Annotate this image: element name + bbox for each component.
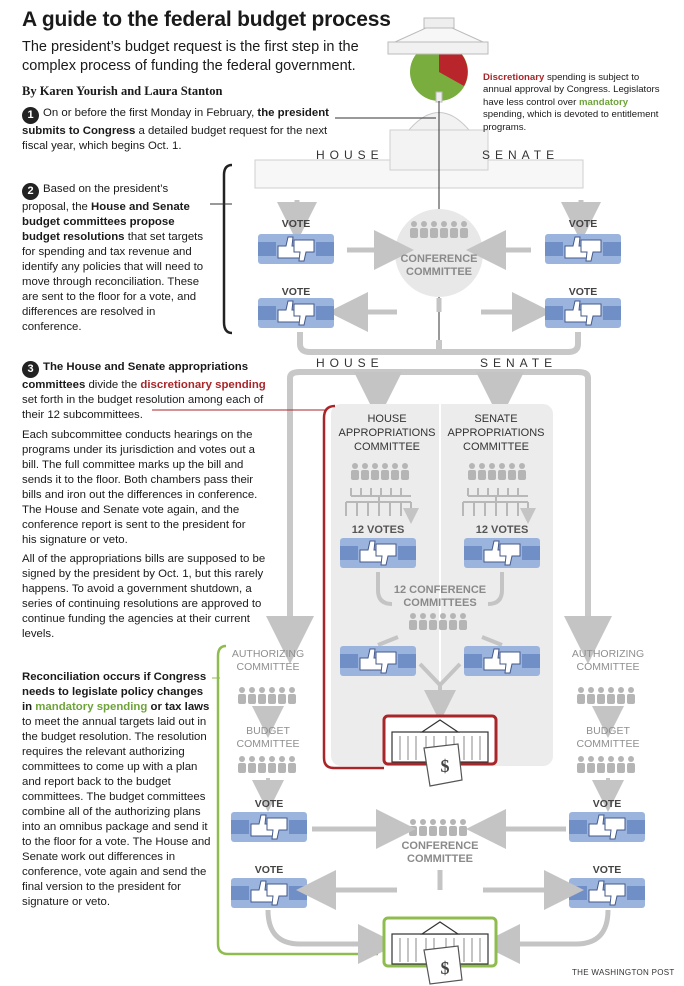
step-3-discretionary: discretionary spending (140, 379, 266, 391)
step-3-text1: divide the (85, 379, 141, 391)
step-3-bold: The House and Senate appropriations comm… (22, 361, 249, 391)
step-3-number: 3 (22, 361, 39, 378)
vote-label: VOTE (568, 218, 598, 230)
vote-label: VOTE (254, 798, 284, 810)
credit: THE WASHINGTON POST (572, 968, 675, 977)
reconciliation-body: to meet the annual targets laid out in t… (22, 716, 211, 908)
step-1-bold: the president submits to Congress (22, 107, 329, 137)
capitol-dome-top (387, 17, 489, 55)
step-1-text1: On or before the first Monday in Februar… (43, 107, 258, 119)
step-3-para3: All of the appropriations bills are supp… (22, 553, 266, 640)
reconciliation-text: Reconciliation occurs if Congress needs … (22, 670, 212, 910)
reconciliation-bold2: or tax laws (147, 701, 210, 713)
page-subtitle: The president’s budget request is the fi… (22, 39, 359, 74)
dollar-icon: $ (440, 958, 450, 978)
note-mandatory: mandatory (578, 96, 629, 108)
step-3-text2: set forth in the budget resolution among… (22, 394, 264, 421)
step-1-text2: a detailed budget request for the next f… (22, 125, 328, 152)
step-1-number: 1 (22, 107, 39, 124)
note-part2: spending, which is devoted to entitlemen… (483, 109, 659, 133)
page-title: A guide to the federal budget process (22, 8, 391, 31)
step-2-text2: that set targets for spending and tax re… (22, 231, 204, 333)
reconciliation-mandatory: mandatory spending (35, 701, 148, 713)
label-senate-top: SENATE (482, 148, 560, 162)
vote-label: VOTE (568, 286, 598, 298)
vote-label: VOTE (254, 864, 284, 876)
byline: By Karen Yourish and Laura Stanton (22, 84, 223, 98)
step-3-para2: Each subcommittee conducts hearings on t… (22, 429, 258, 546)
note-part1: spending is subject to annual approval b… (483, 72, 660, 108)
senate-12-votes: 12 VOTES (475, 524, 529, 536)
vote-label: VOTE (281, 286, 311, 298)
vote-label: VOTE (592, 798, 622, 810)
label-house-mid: HOUSE (316, 356, 384, 370)
dollar-icon: $ (440, 756, 450, 776)
reconciliation-bold1: Reconciliation occurs if Congress needs … (22, 671, 207, 713)
vote-label: VOTE (592, 864, 622, 876)
label-house-top: HOUSE (316, 148, 384, 162)
pie-note: Discretionary spending is subject to ann… (483, 72, 663, 134)
step-2-number: 2 (22, 183, 39, 200)
step-2-bold: House and Senate budget committees propo… (22, 201, 190, 243)
step-1: 1 On or before the first Monday in Februa… (22, 106, 340, 154)
label-senate-mid: SENATE (480, 356, 558, 370)
step-2-text1: Based on the president’s proposal, the (22, 183, 169, 213)
house-12-votes: 12 VOTES (351, 524, 405, 536)
vote-label: VOTE (281, 218, 311, 230)
note-discretionary: Discretionary (483, 72, 545, 83)
